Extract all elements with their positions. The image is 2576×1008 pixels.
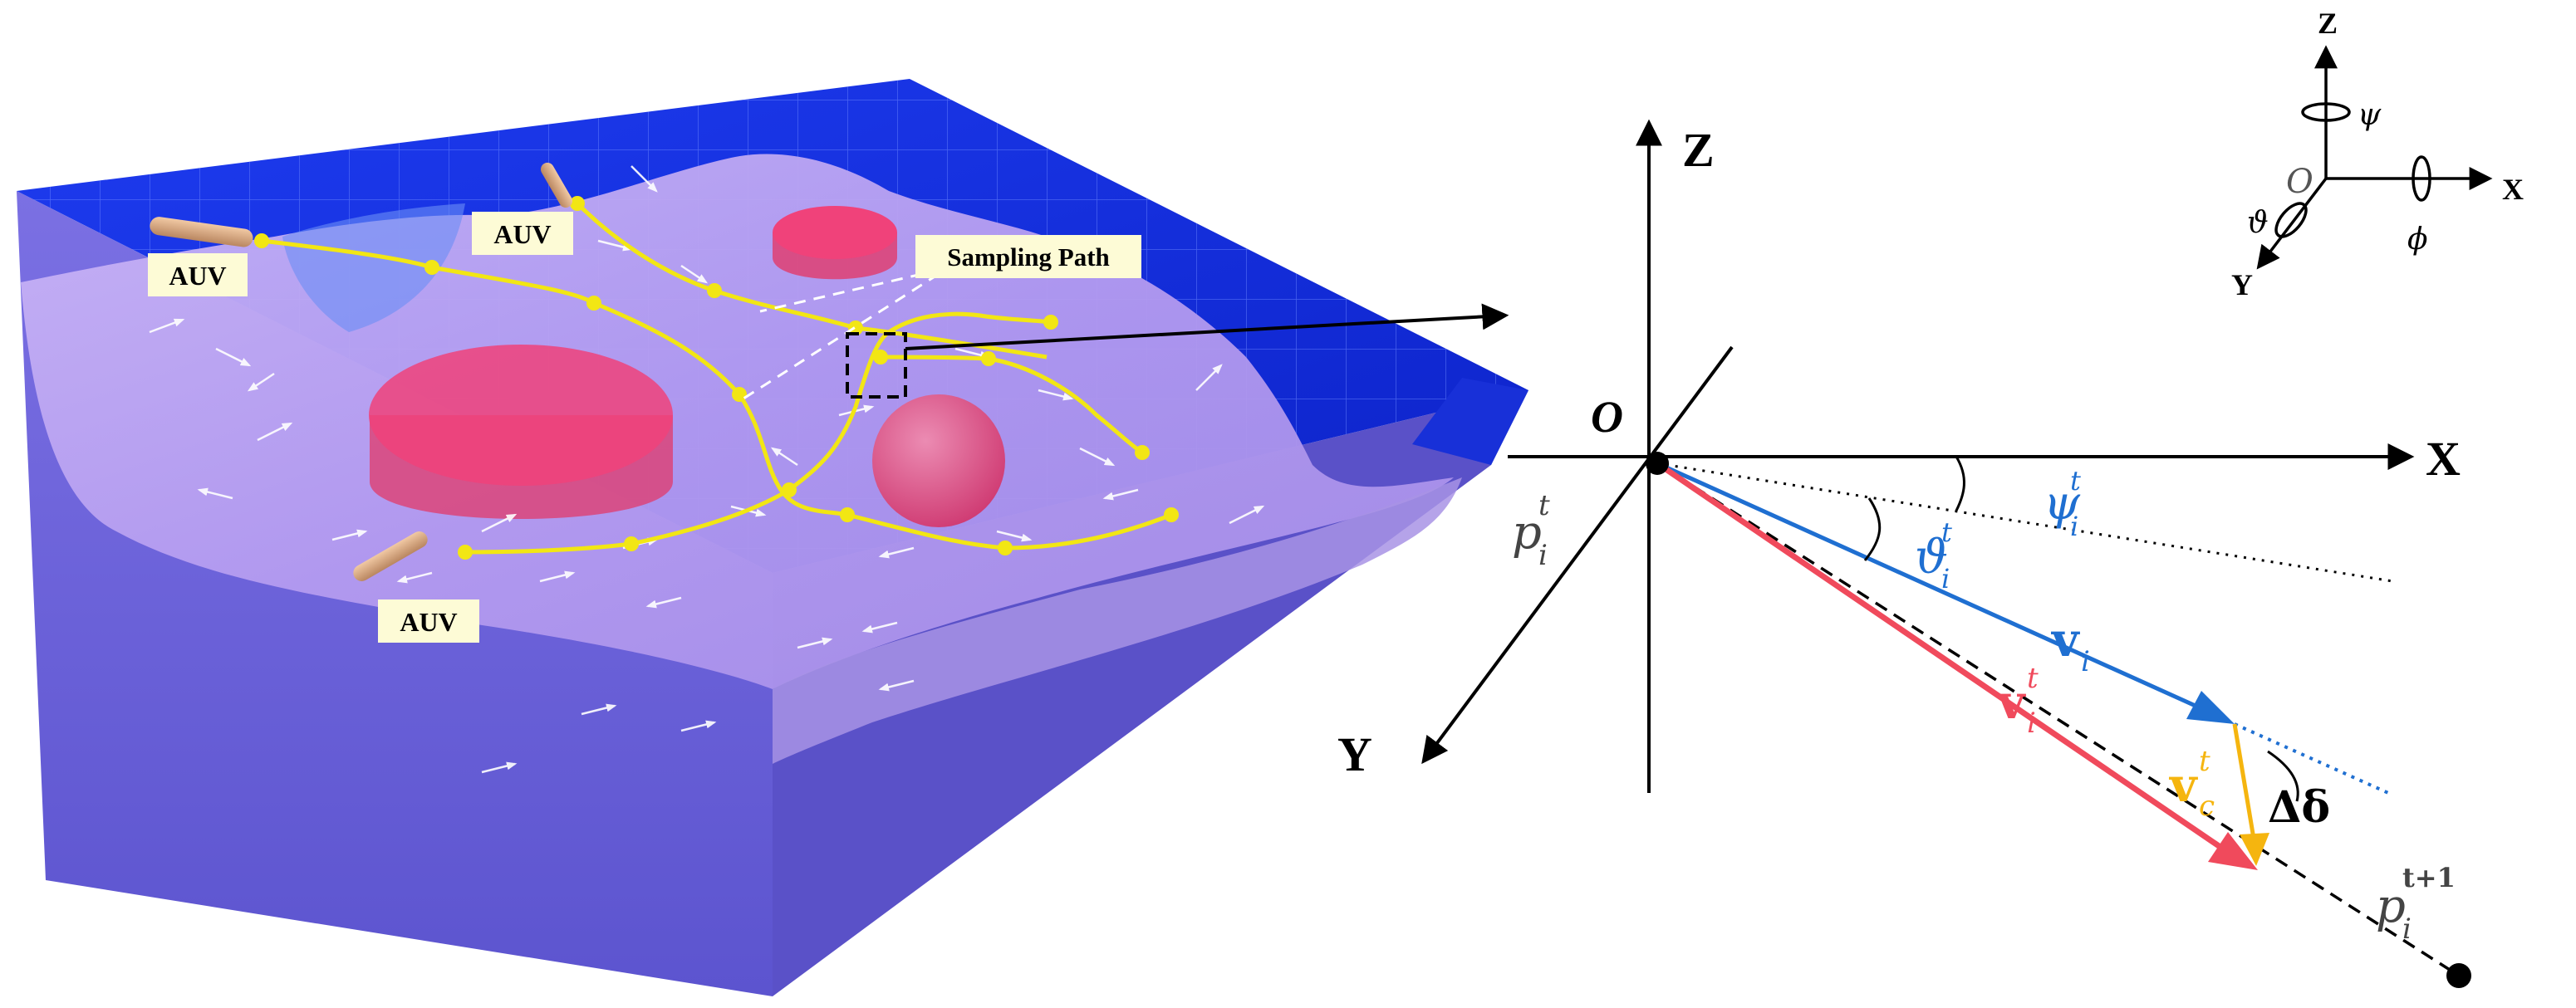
svg-text:Y: Y xyxy=(2231,268,2253,301)
svg-text:t: t xyxy=(2027,662,2039,695)
svg-text:ψ: ψ xyxy=(2044,477,2081,531)
vector-label-blue: v i xyxy=(2050,613,2090,678)
hotspot-large-cylinder xyxy=(369,345,673,519)
angle-arc-delta xyxy=(2267,750,2299,802)
sampling-path-leaders xyxy=(743,272,940,400)
svg-text:v: v xyxy=(2168,758,2198,813)
svg-text:i: i xyxy=(2081,645,2090,678)
svg-text:i: i xyxy=(1941,563,1950,595)
z-axis-label: Z xyxy=(1682,123,1715,177)
svg-text:t: t xyxy=(1941,516,1952,548)
auv-label-3: AUV xyxy=(378,599,479,643)
svg-text:ϑ: ϑ xyxy=(2247,206,2269,240)
ocean-scene: AUV AUV AUV Sampling Path xyxy=(17,79,1528,996)
auv-2 xyxy=(541,162,572,208)
zoom-arrow xyxy=(905,303,1509,350)
y-axis xyxy=(1421,345,1734,765)
auv-label-2: AUV xyxy=(472,212,573,255)
svg-text:t: t xyxy=(2199,745,2210,778)
svg-text:AUV: AUV xyxy=(400,607,457,637)
sampling-waypoints xyxy=(254,196,1179,560)
y-axis-label: Y xyxy=(1337,727,1372,781)
blue-extension-dotted xyxy=(2234,722,2389,795)
svg-text:i: i xyxy=(1538,539,1548,572)
angle-label-delta: Δδ xyxy=(2268,782,2330,833)
angle-label-theta: ϑ i t xyxy=(1915,516,1952,595)
svg-text:t: t xyxy=(1538,489,1550,522)
auv-label-1: AUV xyxy=(148,253,248,296)
zoom-region-box xyxy=(846,332,907,399)
svg-text:ϕ: ϕ xyxy=(2407,223,2428,257)
trajectory-dashed-line xyxy=(1656,462,2460,977)
reference-dotted-line xyxy=(1656,462,2393,583)
vector-label-red: v i t xyxy=(1996,662,2039,740)
velocity-vector-red xyxy=(1656,461,2228,854)
svg-text:AUV: AUV xyxy=(493,219,551,249)
velocity-vector-red-head xyxy=(2208,832,2258,870)
origin-label: O xyxy=(1591,392,1623,442)
rotation-axes-legend xyxy=(2256,45,2493,270)
svg-text:v: v xyxy=(2050,613,2080,668)
x-axis-label: X xyxy=(2426,432,2461,486)
rotation-axes-legend-labels: Z X Y O ψ ϑ ϕ xyxy=(2231,7,2524,301)
svg-text:c: c xyxy=(2199,790,2215,823)
svg-text:t: t xyxy=(2070,465,2081,497)
svg-text:t+1: t+1 xyxy=(2402,862,2456,893)
position-point-next xyxy=(2446,963,2471,988)
angle-label-psi: ψ i t xyxy=(2044,465,2081,542)
svg-text:ψ: ψ xyxy=(2358,98,2382,132)
svg-text:O: O xyxy=(2286,163,2313,201)
hotspot-cone xyxy=(282,203,465,332)
hotspot-small-cylinder xyxy=(773,206,897,280)
sampling-path-3 xyxy=(464,311,1052,555)
velocity-vector-blue-head xyxy=(2186,691,2235,724)
hotspot-sphere xyxy=(872,394,1005,527)
angle-arc-theta xyxy=(1863,497,1882,561)
svg-text:i: i xyxy=(2027,707,2036,740)
sampling-path-4 xyxy=(880,355,1144,455)
svg-text:v: v xyxy=(1996,675,2026,730)
svg-text:Z: Z xyxy=(2318,7,2338,40)
sampling-path-label: Sampling Path xyxy=(915,235,1141,278)
position-point-origin xyxy=(1646,452,1669,475)
svg-text:X: X xyxy=(2502,173,2524,206)
sampling-path-2 xyxy=(576,202,1048,360)
position-label-current: p i t xyxy=(1512,489,1550,572)
terrain-front-ridge xyxy=(773,477,1462,764)
svg-text:AUV: AUV xyxy=(169,261,226,291)
svg-text:Sampling Path: Sampling Path xyxy=(947,242,1110,272)
angle-arc-psi xyxy=(1955,456,1965,511)
velocity-diagram: Z X Y O p i t p i xyxy=(1337,119,2471,988)
svg-text:i: i xyxy=(2070,511,2078,542)
velocity-vector-blue xyxy=(1656,461,2215,717)
current-vector-orange xyxy=(2232,723,2256,839)
svg-text:p: p xyxy=(2376,879,2406,933)
auv-3 xyxy=(353,531,428,581)
svg-text:p: p xyxy=(1512,506,1542,560)
vector-label-orange: v c t xyxy=(2168,745,2215,823)
current-vector-orange-head xyxy=(2240,833,2269,866)
svg-text:i: i xyxy=(2402,913,2412,946)
position-label-next: p i t+1 xyxy=(2376,862,2456,946)
auv-1 xyxy=(150,217,253,247)
svg-text:ϑ: ϑ xyxy=(1915,531,1948,585)
